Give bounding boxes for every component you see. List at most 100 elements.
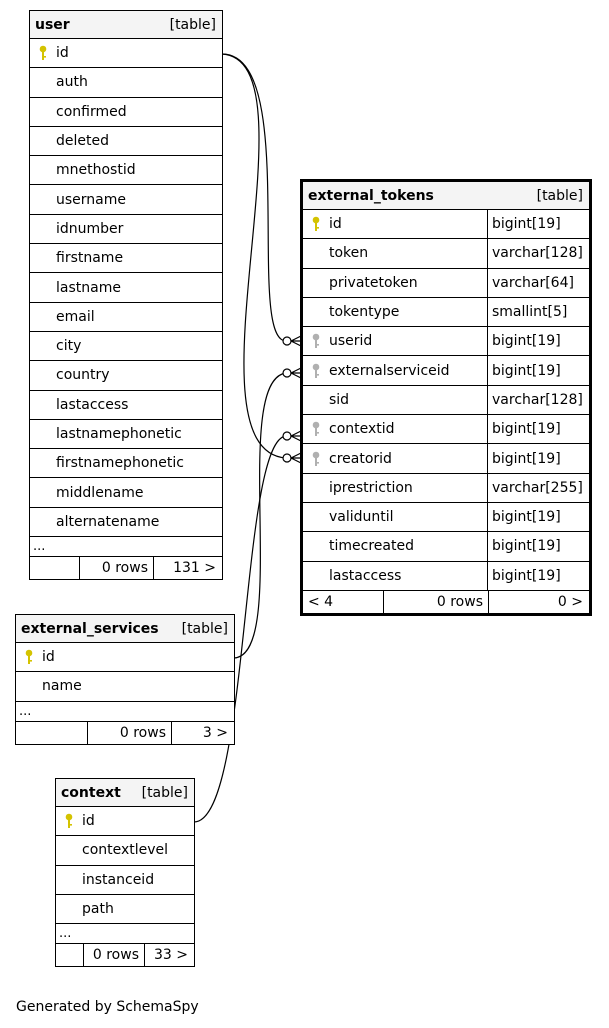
column-row-country[interactable]: country: [30, 361, 222, 391]
gold-key-icon: [39, 45, 47, 61]
column-name: tokentype: [329, 304, 400, 321]
column-name: city: [56, 338, 82, 355]
link-context-contextid: [193, 435, 287, 823]
table-external-services[interactable]: external_services [table] id name ... 0 r…: [15, 614, 235, 745]
column-row-lastname[interactable]: lastname: [30, 273, 222, 303]
crowfoot-creatorid: [290, 452, 302, 464]
column-row-lastnamephonetic[interactable]: lastnamephonetic: [30, 420, 222, 450]
column-row-id[interactable]: id: [16, 643, 234, 673]
gray-key-icon: [312, 334, 320, 349]
column-name: middlename: [56, 484, 144, 501]
column-type: bigint[19]: [487, 561, 589, 590]
table-header: external_tokens [table]: [303, 182, 589, 210]
table-kind: [table]: [141, 784, 188, 801]
gold-key-icon: [312, 216, 320, 232]
column-name: confirmed: [56, 103, 127, 120]
table-footer: 0 rows 33 >: [56, 944, 194, 967]
parents-count: [30, 557, 80, 580]
link-end-contextid: [282, 431, 292, 441]
column-name: country: [56, 367, 110, 384]
column-row-lastaccess[interactable]: lastaccess: [30, 391, 222, 420]
column-type: varchar[128]: [487, 239, 589, 268]
column-icon-slot: [30, 45, 56, 61]
link-user-creatorid: [221, 53, 287, 459]
column-row-tokentype[interactable]: tokentype smallint[5]: [303, 297, 589, 328]
link-end-creatorid: [282, 453, 292, 463]
column-icon-slot: [303, 216, 329, 232]
column-name: name: [42, 678, 82, 695]
column-row-confirmed[interactable]: confirmed: [30, 98, 222, 127]
children-count[interactable]: 0 >: [557, 593, 583, 610]
column-list: id name: [16, 643, 234, 702]
column-icon-slot: [303, 363, 329, 379]
column-name: idnumber: [56, 220, 124, 237]
column-row-firstnamephonetic[interactable]: firstnamephonetic: [30, 449, 222, 479]
column-name: username: [56, 191, 126, 208]
table-header: user [table]: [30, 11, 222, 39]
column-row-instanceid[interactable]: instanceid: [56, 866, 194, 895]
column-name: id: [82, 813, 95, 830]
column-type: bigint[19]: [487, 444, 589, 473]
column-name: id: [329, 216, 342, 233]
children-count[interactable]: 33 >: [154, 947, 188, 964]
column-name: alternatename: [56, 513, 160, 530]
column-icon-slot: [303, 451, 329, 467]
column-icon-slot: [56, 813, 82, 829]
generated-by-caption: Generated by SchemaSpy: [16, 999, 199, 1015]
column-type: bigint[19]: [487, 415, 589, 444]
link-user-userid: [221, 53, 287, 342]
column-name: userid: [329, 333, 373, 350]
column-name: iprestriction: [329, 479, 413, 496]
column-row-mnethostid[interactable]: mnethostid: [30, 156, 222, 186]
column-row-contextlevel[interactable]: contextlevel: [56, 836, 194, 866]
column-row-username[interactable]: username: [30, 185, 222, 215]
column-row-idnumber[interactable]: idnumber: [30, 215, 222, 245]
more-columns-ellipsis: ...: [16, 702, 234, 722]
column-row-city[interactable]: city: [30, 332, 222, 362]
column-row-deleted[interactable]: deleted: [30, 127, 222, 157]
row-count: 0 rows: [88, 721, 172, 744]
column-row-id[interactable]: id: [30, 39, 222, 69]
column-row-auth[interactable]: auth: [30, 68, 222, 98]
table-header: external_services [table]: [16, 615, 234, 643]
column-row-name[interactable]: name: [16, 672, 234, 702]
column-name: path: [82, 901, 114, 918]
column-type: smallint[5]: [487, 297, 589, 327]
column-row-id[interactable]: id: [56, 807, 194, 837]
gray-key-icon: [312, 421, 320, 437]
column-row-middlename[interactable]: middlename: [30, 478, 222, 508]
table-name: external_services: [21, 620, 159, 637]
row-count: 0 rows: [84, 944, 145, 967]
children-count[interactable]: 131 >: [173, 560, 216, 577]
row-count: 0 rows: [80, 557, 154, 580]
children-count[interactable]: 3 >: [202, 724, 228, 741]
column-row-path[interactable]: path: [56, 895, 194, 925]
column-row-alternatename[interactable]: alternatename: [30, 508, 222, 538]
table-footer: 0 rows 131 >: [30, 557, 222, 580]
column-name: token: [329, 245, 369, 262]
column-row-email[interactable]: email: [30, 303, 222, 332]
column-name: externalserviceid: [329, 362, 450, 379]
column-row-token[interactable]: token varchar[128]: [303, 239, 589, 269]
column-name: lastname: [56, 279, 121, 296]
parents-count[interactable]: < 4: [303, 590, 384, 613]
column-row-firstname[interactable]: firstname: [30, 244, 222, 274]
gray-key-icon: [312, 363, 320, 378]
